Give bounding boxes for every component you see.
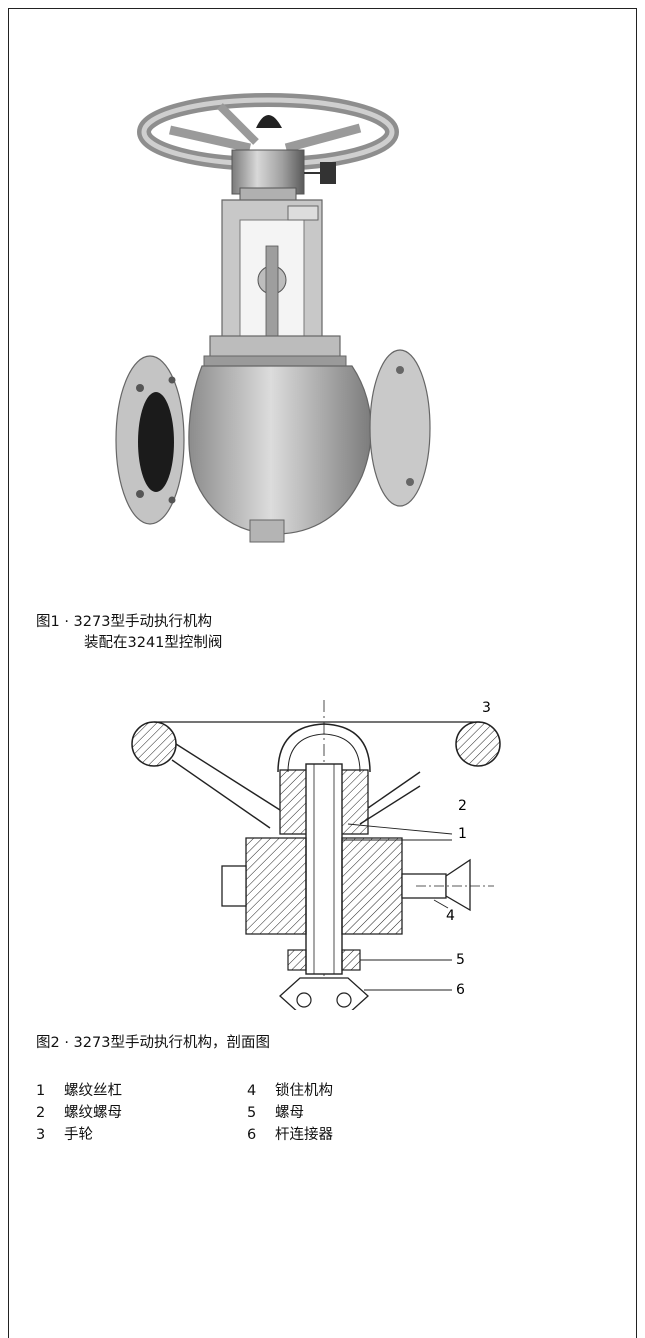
callout-4: 4 [446, 908, 455, 924]
legend-num: 1 [36, 1083, 46, 1099]
legend-text: 锁住机构 [275, 1083, 333, 1099]
legend-num: 4 [247, 1083, 257, 1099]
legend-num: 3 [36, 1127, 46, 1143]
corner-tick-right [636, 9, 637, 19]
sectional-drawing: 3 2 1 4 5 6 [131, 700, 501, 1010]
legend-text: 螺纹螺母 [64, 1105, 122, 1121]
page-frame [8, 8, 637, 1338]
corner-tick-left [8, 9, 9, 19]
legend-row: 2 螺纹螺母 5 螺母 [36, 1102, 456, 1124]
callout-2: 2 [458, 798, 467, 814]
legend-text: 螺纹丝杠 [64, 1083, 122, 1099]
valve-photo [115, 93, 431, 543]
legend-text: 螺母 [275, 1105, 304, 1121]
figure1-caption-line1: 图1 · 3273型手动执行机构 [36, 614, 212, 630]
figure1-caption-line2: 装配在3241型控制阀 [84, 635, 223, 651]
legend-num: 5 [247, 1105, 257, 1121]
figure2-caption: 图2 · 3273型手动执行机构，剖面图 [36, 1035, 270, 1051]
callout-3: 3 [482, 700, 491, 716]
callout-6: 6 [456, 982, 465, 998]
legend-text: 杆连接器 [275, 1127, 333, 1143]
parts-legend: 1 螺纹丝杠 4 锁住机构 2 螺纹螺母 5 螺母 3 手轮 6 杆连接器 [36, 1080, 456, 1146]
legend-row: 1 螺纹丝杠 4 锁住机构 [36, 1080, 456, 1102]
callout-5: 5 [456, 952, 465, 968]
legend-row: 3 手轮 6 杆连接器 [36, 1124, 456, 1146]
legend-num: 2 [36, 1105, 46, 1121]
legend-num: 6 [247, 1127, 257, 1143]
callout-1: 1 [458, 826, 467, 842]
legend-text: 手轮 [64, 1127, 93, 1143]
